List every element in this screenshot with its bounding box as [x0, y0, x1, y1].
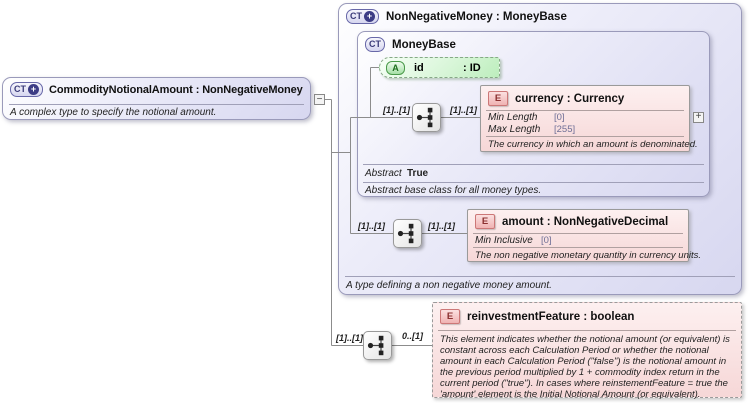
divider: [473, 233, 683, 234]
collapse-handle-icon[interactable]: −: [314, 94, 325, 105]
attribute-icon: A: [386, 60, 405, 75]
moneybase-annotation: Abstract base class for all money types.: [365, 185, 542, 196]
reinvestmentfeature-title: reinvestmentFeature : boolean: [467, 310, 635, 323]
element-icon: E: [440, 309, 460, 324]
sequence-icon[interactable]: [393, 219, 422, 248]
abstract-label: Abstract: [365, 168, 402, 179]
amount-header[interactable]: E amount : NonNegativeDecimal: [475, 214, 668, 229]
divider: [363, 182, 704, 183]
facet-row: Min Length [0]: [485, 112, 685, 124]
cardinality-label: [1]..[1]: [336, 333, 363, 343]
complextype-icon: CT+: [346, 9, 379, 24]
cardinality-label: [1]..[1]: [383, 105, 410, 115]
divider: [486, 110, 684, 111]
facet-value: [255]: [554, 124, 576, 135]
moneybase-title: MoneyBase: [392, 38, 456, 51]
facet-name: Min Length: [488, 112, 538, 123]
sequence-glyph: [367, 335, 384, 356]
currency-annotation: The currency in which an amount is denom…: [488, 139, 698, 150]
divider: [9, 104, 304, 105]
amount-annotation: The non negative monetary quantity in cu…: [475, 250, 702, 261]
element-currency-box[interactable]: E currency : Currency Min Length [0] Max…: [480, 85, 698, 152]
reinvestmentfeature-header[interactable]: E reinvestmentFeature : boolean: [440, 309, 634, 324]
reinvestmentfeature-annotation: This element indicates whether the notio…: [440, 334, 730, 400]
cardinality-label: 0..[1]: [402, 331, 424, 341]
element-icon: E: [488, 91, 508, 106]
divider: [363, 164, 704, 165]
facet-name: Min Inclusive: [475, 235, 533, 246]
cardinality-label: [1]..[1]: [358, 221, 385, 231]
attribute-id-name: id: [414, 61, 424, 74]
sequence-glyph: [397, 223, 414, 244]
amount-title: amount : NonNegativeDecimal: [502, 215, 669, 228]
facet-value: [0]: [541, 235, 552, 246]
abstract-property-row: Abstract True: [365, 168, 428, 180]
nonnegativemoney-annotation: A type defining a non negative money amo…: [346, 280, 552, 291]
cardinality-label: [1]..[1]: [428, 221, 455, 231]
complextype-icon: CT: [365, 37, 385, 52]
complextype-icon: CT+: [10, 82, 43, 97]
derived-plus-icon: +: [364, 11, 375, 22]
attribute-id-type: : ID: [463, 61, 481, 74]
derived-plus-icon: +: [28, 84, 39, 95]
element-reinvestmentfeature-box[interactable]: E reinvestmentFeature : boolean This ele…: [432, 302, 742, 400]
facet-row: Max Length [255]: [485, 124, 685, 136]
facet-row: Min Inclusive [0]: [472, 235, 684, 247]
nonnegativemoney-header[interactable]: CT+ NonNegativeMoney : MoneyBase: [346, 9, 567, 24]
abstract-value: True: [407, 168, 429, 179]
cardinality-label: [1]..[1]: [450, 105, 477, 115]
commoditynotionalamount-title: CommodityNotionalAmount : NonNegativeMon…: [49, 83, 303, 96]
commoditynotionalamount-annotation: A complex type to specify the notional a…: [10, 107, 217, 118]
divider: [473, 247, 683, 248]
facet-name: Max Length: [488, 124, 541, 135]
nonnegativemoney-title: NonNegativeMoney : MoneyBase: [386, 10, 567, 23]
expand-handle-icon[interactable]: +: [693, 112, 704, 123]
complextype-commoditynotionalamount-box[interactable]: CT+ CommodityNotionalAmount : NonNegativ…: [2, 77, 311, 120]
facet-value: [0]: [554, 112, 565, 123]
sequence-glyph: [416, 107, 433, 128]
element-icon: E: [475, 214, 495, 229]
element-amount-box[interactable]: E amount : NonNegativeDecimal Min Inclus…: [467, 209, 702, 262]
sequence-icon[interactable]: [412, 103, 441, 132]
divider: [345, 276, 735, 277]
divider: [486, 136, 684, 137]
moneybase-header[interactable]: CT MoneyBase: [365, 37, 456, 52]
currency-facets: Min Length [0] Max Length [255]: [485, 112, 685, 136]
currency-title: currency : Currency: [515, 92, 625, 105]
sequence-icon[interactable]: [363, 331, 392, 360]
currency-header[interactable]: E currency : Currency: [488, 91, 624, 106]
attribute-id-box[interactable]: A id : ID: [379, 57, 500, 78]
commoditynotionalamount-header[interactable]: CT+ CommodityNotionalAmount : NonNegativ…: [10, 82, 303, 97]
divider: [438, 330, 736, 331]
